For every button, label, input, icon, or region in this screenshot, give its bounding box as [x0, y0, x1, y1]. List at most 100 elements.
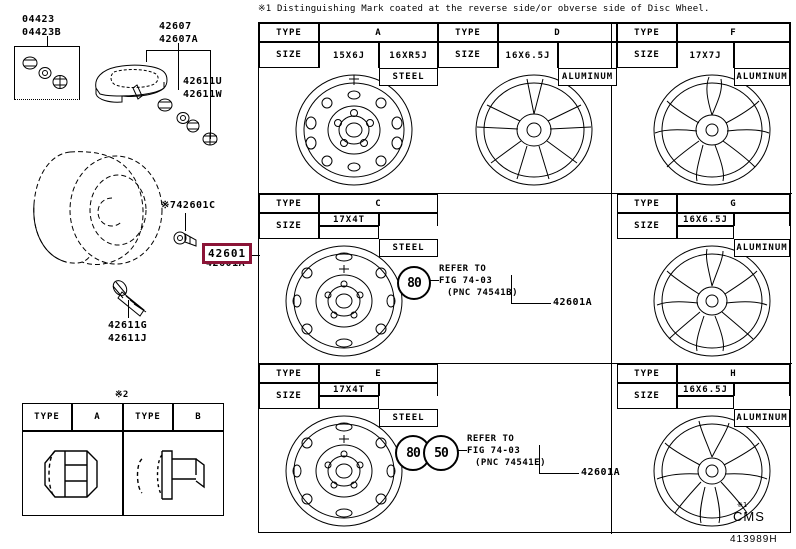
part-label-42611U: 42611U	[183, 76, 223, 87]
row2-g2-size-header: SIZE	[617, 213, 677, 239]
row3-g1-size-1: 17X4T	[319, 383, 379, 396]
part-label-42611G: 42611G	[108, 320, 148, 331]
row3-g2-size-1: 16X6.5J	[677, 383, 734, 396]
row3-g2-size-header: SIZE	[617, 383, 677, 409]
cms-label: CMS	[733, 509, 765, 524]
row2-g2-material: ALUMINUM	[734, 239, 790, 257]
refer-leader-h-row3	[455, 450, 467, 451]
row3-g2-type-value: H	[677, 364, 790, 383]
row2-g2-size-3	[677, 226, 734, 239]
valve-kit-box	[14, 46, 80, 100]
row2-g1-size-1: 17X4T	[319, 213, 379, 226]
row3-g1-type-header: TYPE	[259, 364, 319, 383]
callout-leader-row2	[511, 303, 551, 304]
row3-vert-divider	[611, 364, 612, 534]
row1-g3-size-header: SIZE	[617, 42, 677, 68]
row2-g1-material: STEEL	[379, 239, 438, 257]
row2-g1-size-header: SIZE	[259, 213, 319, 239]
row2-g1-size-2	[379, 213, 438, 226]
row3-g1-size-2	[379, 383, 438, 396]
refer-line3-row2: (PNC 74541B)	[447, 288, 519, 298]
row1-g1-size-2: 16XR5J	[379, 42, 438, 68]
row1-g1-size-1: 15X6J	[319, 42, 379, 68]
callout-42601A-row2: 42601A	[553, 297, 593, 308]
drawing-number: 413989H	[730, 534, 778, 545]
part-label-04423B: 04423B	[22, 27, 62, 38]
wheel-nut-icon	[112, 280, 147, 317]
type-table-value-b: B	[173, 403, 224, 431]
leader-sensor-v1	[146, 50, 147, 62]
wheel-steel-a-icon	[295, 74, 413, 186]
leader-04423	[47, 36, 48, 46]
row3-g2-material: ALUMINUM	[734, 409, 790, 427]
refer-line2-row2: FIG 74-03	[439, 276, 493, 286]
type-reference-table: ※2 TYPE A TYPE B	[22, 390, 224, 516]
row1-g2-type-value: D	[498, 23, 617, 42]
leader-42607-v	[178, 43, 179, 50]
row1-g2-size-2	[558, 42, 617, 68]
row1-g3-size-2	[734, 42, 790, 68]
wheel-steel-e-icon	[285, 415, 403, 527]
type-table-header-b: TYPE	[123, 403, 173, 431]
wheel-steel-c-icon	[285, 245, 403, 357]
type-table-value-a: A	[72, 403, 123, 431]
refer-leader-h-row2	[427, 280, 439, 281]
row1-g2-material: ALUMINUM	[558, 68, 617, 86]
row1-g2-size-1: 16X6.5J	[498, 42, 558, 68]
refer-line1-row2: REFER TO	[439, 264, 487, 274]
row3-g1-type-value: E	[319, 364, 438, 383]
torque-circle-80-row2: 80	[397, 266, 431, 300]
distinguishing-mark-note: ※1 Distinguishing Mark coated at the rev…	[258, 4, 710, 14]
row1-vert-divider	[611, 23, 612, 193]
highlighted-part-42601[interactable]: 42601	[202, 243, 253, 264]
valve-kit-parts-icon	[22, 56, 68, 89]
row1-g2-type-header: TYPE	[438, 23, 498, 42]
row3-g1-size-header: SIZE	[259, 383, 319, 409]
cms-mark-symbol: ※1	[737, 501, 748, 509]
wheel-alum-h-icon	[653, 415, 771, 527]
row2-vert-divider	[611, 194, 612, 363]
refer-line2-row3: FIG 74-03	[467, 446, 521, 456]
row1-g2-size-header: SIZE	[438, 42, 498, 68]
row3-g1-material: STEEL	[379, 409, 438, 427]
part-label-42607A: 42607A	[159, 34, 199, 45]
leader-42611-v	[210, 50, 211, 139]
type-table-cell-b-image	[123, 431, 224, 516]
torque-circle-50-row3: 50	[423, 435, 459, 471]
wheel-alum-f-icon	[653, 74, 771, 186]
row1-g3-size-1: 17X7J	[677, 42, 734, 68]
row1-divider	[259, 193, 792, 194]
row3-g2-size-2	[734, 383, 790, 396]
refer-line3-row3: (PNC 74541E)	[475, 458, 547, 468]
refer-block-row3: REFER TO FIG 74-03 (PNC 74541E)	[467, 433, 546, 469]
valve-stem-parts-icon	[157, 98, 218, 146]
wheel-type-table: TYPE A SIZE 15X6J 16XR5J STEEL TYPE D SI…	[258, 22, 792, 534]
row1-g1-type-header: TYPE	[259, 23, 319, 42]
wheel-alum-d-icon	[475, 74, 593, 186]
row1-g3-type-header: TYPE	[617, 23, 677, 42]
nut-type-a-icon	[44, 449, 98, 498]
callout-42601A-row3: 42601A	[581, 467, 621, 478]
row1-g1-type-value: A	[319, 23, 438, 42]
tire-illustration	[33, 151, 163, 265]
row1-g3-material: ALUMINUM	[734, 68, 790, 86]
part-label-42601C: ※742601C	[161, 200, 216, 211]
part-label-04423: 04423	[22, 14, 55, 25]
row3-g1-size-3	[319, 396, 379, 409]
row2-g2-size-2	[734, 213, 790, 226]
leader-42601-h	[246, 255, 260, 256]
row3-g2-type-header: TYPE	[617, 364, 677, 383]
row2-g2-size-1: 16X6.5J	[677, 213, 734, 226]
type-table-cell-a-image	[22, 431, 123, 516]
refer-line1-row3: REFER TO	[467, 434, 515, 444]
type-table-marker: ※2	[115, 390, 129, 400]
row1-g1-material: STEEL	[379, 68, 438, 86]
tpms-sensor-icon	[95, 64, 168, 103]
row1-g3-type-value: F	[677, 23, 790, 42]
row3-g2-size-3	[677, 396, 734, 409]
type-table-header-a: TYPE	[22, 403, 72, 431]
refer-leader-v-row3	[539, 445, 540, 473]
leader-42601C	[185, 213, 186, 231]
part-label-42611J: 42611J	[108, 333, 148, 344]
row2-g1-type-header: TYPE	[259, 194, 319, 213]
